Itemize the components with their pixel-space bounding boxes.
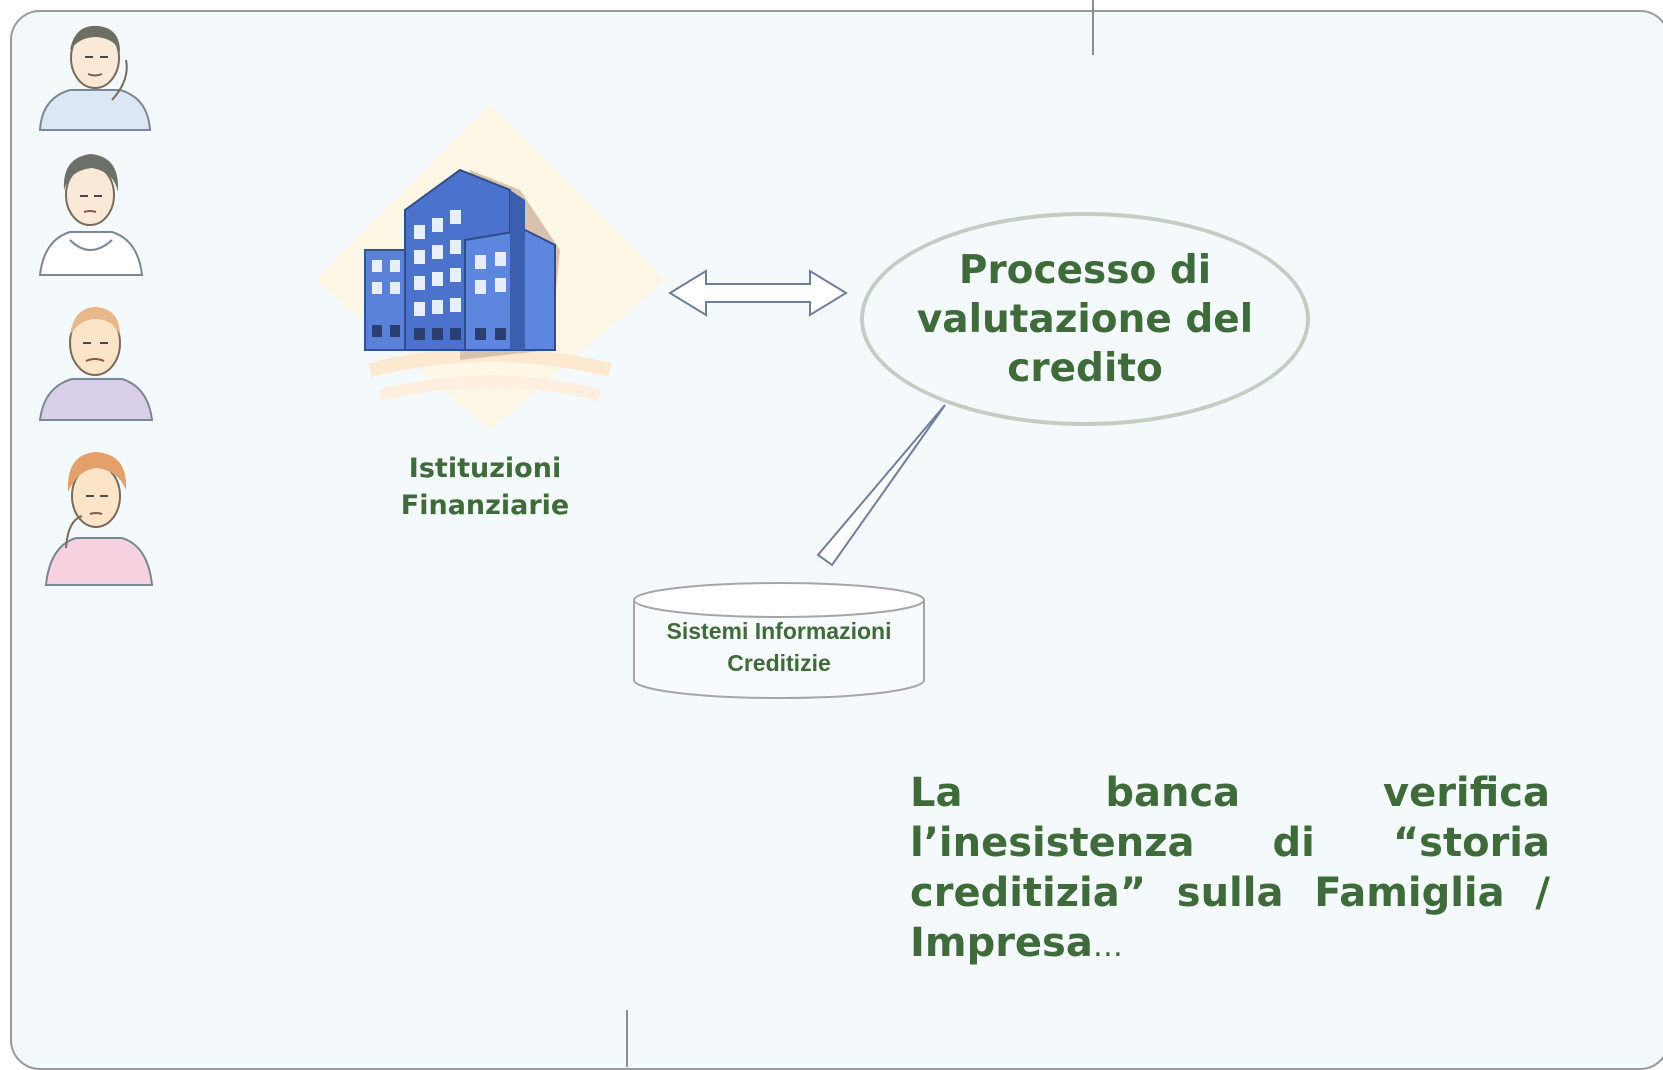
bottom-divider-line: [626, 1010, 628, 1067]
buildings-icon: [315, 105, 665, 430]
person-2-icon: [38, 154, 144, 276]
person-4-icon: [44, 452, 154, 586]
connector-wedge: [816, 404, 946, 567]
process-label: Processo di valutazione del credito: [916, 247, 1254, 391]
person-3-icon: [38, 307, 154, 421]
institutions-label: Istituzioni Finanziarie: [400, 453, 570, 521]
database-icon: [633, 582, 925, 699]
database-label: Sistemi Informazioni Creditizie: [666, 618, 892, 676]
double-arrow-icon: [668, 269, 848, 317]
statement-ellipsis: …: [1092, 929, 1123, 964]
process-ellipse: Processo di valutazione del credito: [860, 212, 1310, 426]
statement-text: La banca verifica l’inesistenza di “stor…: [910, 768, 1550, 972]
statement-body: La banca verifica l’inesistenza di “stor…: [910, 770, 1550, 966]
person-1-icon: [38, 25, 152, 131]
top-divider-line: [1092, 0, 1094, 55]
